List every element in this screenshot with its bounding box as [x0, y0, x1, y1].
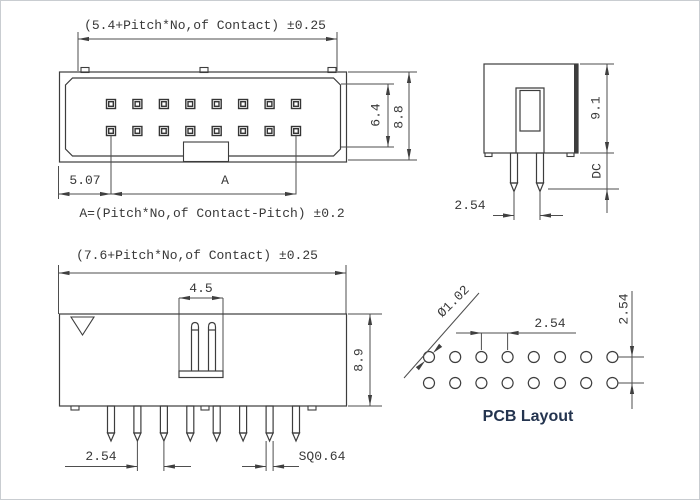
pin1-triangle-marker	[69, 316, 96, 337]
key-notch	[182, 141, 230, 163]
end-body-shaded-edge	[574, 64, 579, 153]
contact-pins-row2	[105, 125, 302, 137]
end-foot	[484, 152, 493, 158]
dim-end-pitch-label: 2.54	[454, 198, 485, 213]
through-pins	[106, 405, 301, 443]
slot-floor	[178, 370, 224, 379]
dim-end-height-label: 9.1	[589, 96, 604, 120]
contact-pins-row1	[105, 98, 302, 110]
dim-key-width-label: 4.5	[189, 281, 212, 296]
pcb-layout: Ø1.02 2.54 2.54 PCB Layout	[403, 282, 644, 425]
dim-pcb-hpitch-label: 2.54	[534, 316, 565, 331]
end-body-outline	[483, 63, 579, 154]
side-view	[58, 298, 348, 443]
dim-pcb-vpitch-label: 2.54	[617, 293, 632, 324]
pcb-holes-row1	[422, 350, 619, 364]
end-foot	[566, 152, 575, 158]
side-foot	[70, 405, 80, 411]
pcb-layout-caption: PCB Layout	[483, 408, 574, 425]
dim-outer-height-label: 8.8	[392, 105, 407, 128]
side-view-dimensions-top: (7.6+Pitch*No,of Contact) ±0.25 4.5	[58, 248, 347, 314]
pcb-holes-row2	[422, 376, 619, 390]
end-key-slot	[515, 87, 545, 153]
end-view-dimensions: 2.54 9.1 DC	[454, 63, 619, 218]
dim-pin-tail-label: DC	[590, 163, 605, 179]
dim-first-pin-offset-label: 5.07	[69, 173, 100, 188]
side-foot	[200, 405, 210, 411]
side-foot	[307, 405, 317, 411]
end-view	[483, 63, 579, 220]
pin-span-formula: A=(Pitch*No,of Contact-Pitch) ±0.2	[79, 206, 344, 221]
side-body-outline	[58, 313, 348, 407]
dim-pin-span-label: A	[221, 173, 229, 188]
cavity-outline	[64, 77, 342, 157]
slot-pin	[190, 321, 200, 371]
front-view-dimensions: (5.4+Pitch*No,of Contact) ±0.25 6.4 8.8 …	[58, 18, 417, 221]
side-view-dimensions-bottom: 2.54 SQ0.64 8.9	[65, 313, 382, 471]
dim-pin-square-label: SQ0.64	[299, 449, 346, 464]
dim-inner-height-label: 6.4	[369, 103, 384, 127]
dim-hole-diameter-label: Ø1.02	[434, 282, 472, 320]
front-view	[58, 66, 348, 195]
end-key-pocket	[519, 89, 541, 132]
slot-pin	[207, 321, 217, 371]
dim-side-height-label: 8.9	[352, 348, 367, 371]
dim-side-width-label: (7.6+Pitch*No,of Contact) ±0.25	[76, 248, 318, 263]
dim-side-pitch-label: 2.54	[85, 449, 116, 464]
dim-front-width-label: (5.4+Pitch*No,of Contact) ±0.25	[84, 18, 326, 33]
